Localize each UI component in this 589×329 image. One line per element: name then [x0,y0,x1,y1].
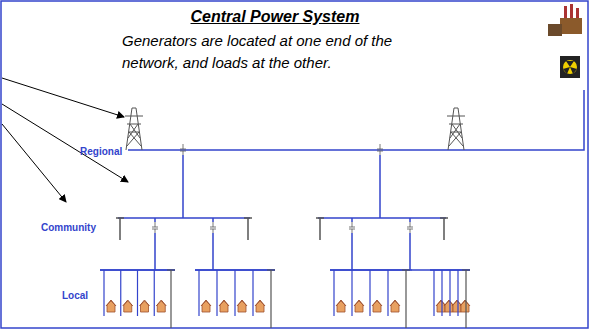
level-label: Regional [80,146,122,157]
level-label: Community [41,222,96,233]
diagram-title: Central Power System [125,8,425,26]
description-note: Generators are located at one end of the… [122,30,422,74]
level-label: Local [62,290,88,301]
